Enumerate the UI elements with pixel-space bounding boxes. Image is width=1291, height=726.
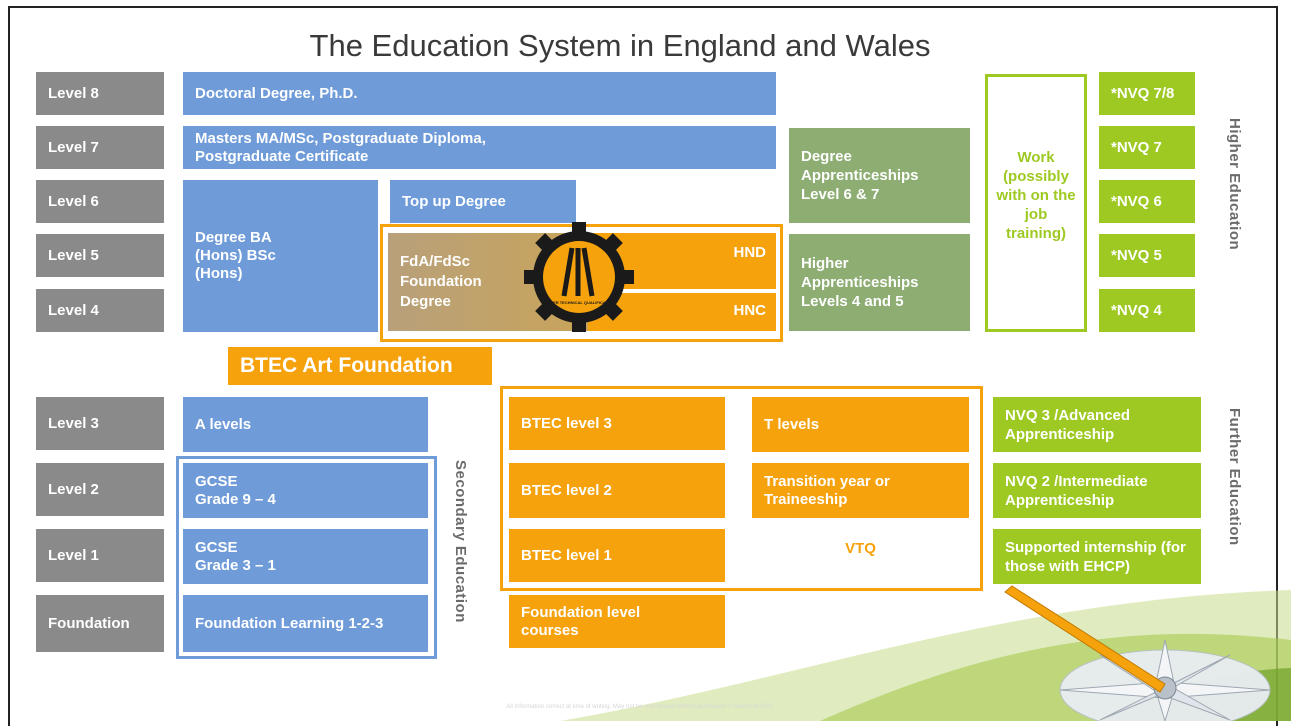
further-education-label: Further Education [1226,408,1243,546]
foundation-learning-box: Foundation Learning 1-2-3 [183,595,428,652]
higher-apprenticeships-box: Higher Apprenticeships Levels 4 and 5 [789,234,970,331]
gcse-9-4-box: GCSE Grade 9 – 4 [183,463,428,518]
btec-level-3-box: BTEC level 3 [509,397,725,450]
nvq-6-box: *NVQ 6 [1099,180,1195,223]
degree-box: Degree BA (Hons) BSc (Hons) [183,180,378,332]
nvq-5-box: *NVQ 5 [1099,234,1195,277]
top-up-degree-box: Top up Degree [390,180,576,223]
nvq-7-8-box: *NVQ 7/8 [1099,72,1195,115]
nvq-3-advanced-box: NVQ 3 /Advanced Apprenticeship [993,397,1201,452]
level-7-label: Level 7 [36,126,164,169]
level-8-label: Level 8 [36,72,164,115]
level-1-label: Level 1 [36,529,164,582]
footer-copyright: All information correct at time of writi… [506,704,774,710]
page-title: The Education System in England and Wale… [309,28,931,63]
nvq-2-intermediate-box: NVQ 2 /Intermediate Apprenticeship [993,463,1201,518]
secondary-education-label: Secondary Education [452,460,469,623]
foundation-level-label: Foundation [36,595,164,652]
secondary-outline [176,456,437,659]
hnc-label: HNC [733,302,767,319]
gcse-3-1-box: GCSE Grade 3 – 1 [183,529,428,584]
degree-apprenticeships-box: Degree Apprenticeships Level 6 & 7 [789,128,970,223]
level-6-label: Level 6 [36,180,164,223]
btec-art-foundation-box: BTEC Art Foundation [228,347,492,385]
doctoral-degree-box: Doctoral Degree, Ph.D. [183,72,776,115]
a-levels-box: A levels [183,397,428,452]
hnd-label: HND [733,244,767,261]
vtq-label: VTQ [845,540,876,557]
nvq-7-box: *NVQ 7 [1099,126,1195,169]
btec-level-1-box: BTEC level 1 [509,529,725,582]
btec-level-2-box: BTEC level 2 [509,463,725,518]
nvq-4-box: *NVQ 4 [1099,289,1195,332]
higher-education-label: Higher Education [1226,118,1243,251]
work-outline [985,74,1087,332]
supported-internship-box: Supported internship (for those with EHC… [993,529,1201,584]
htq-divider [588,289,776,293]
level-4-label: Level 4 [36,289,164,332]
foundation-level-courses-box: Foundation level courses [509,595,725,648]
htq-emblem-text: HIGHER TECHNICAL QUALIFICATION [543,300,615,305]
level-2-label: Level 2 [36,463,164,516]
further-education-outline [500,386,983,591]
htq-cog-icon: HIGHER TECHNICAL QUALIFICATION [524,222,634,332]
t-levels-box: T levels [752,397,969,452]
slide-frame [8,6,1278,726]
level-3-label: Level 3 [36,397,164,450]
compass-rose-icon [1004,585,1271,721]
masters-box: Masters MA/MSc, Postgraduate Diploma, Po… [183,126,776,169]
transition-traineeship-box: Transition year or Traineeship [752,463,969,518]
work-label: Work (possibly with on the job training) [996,149,1076,242]
level-5-label: Level 5 [36,234,164,277]
